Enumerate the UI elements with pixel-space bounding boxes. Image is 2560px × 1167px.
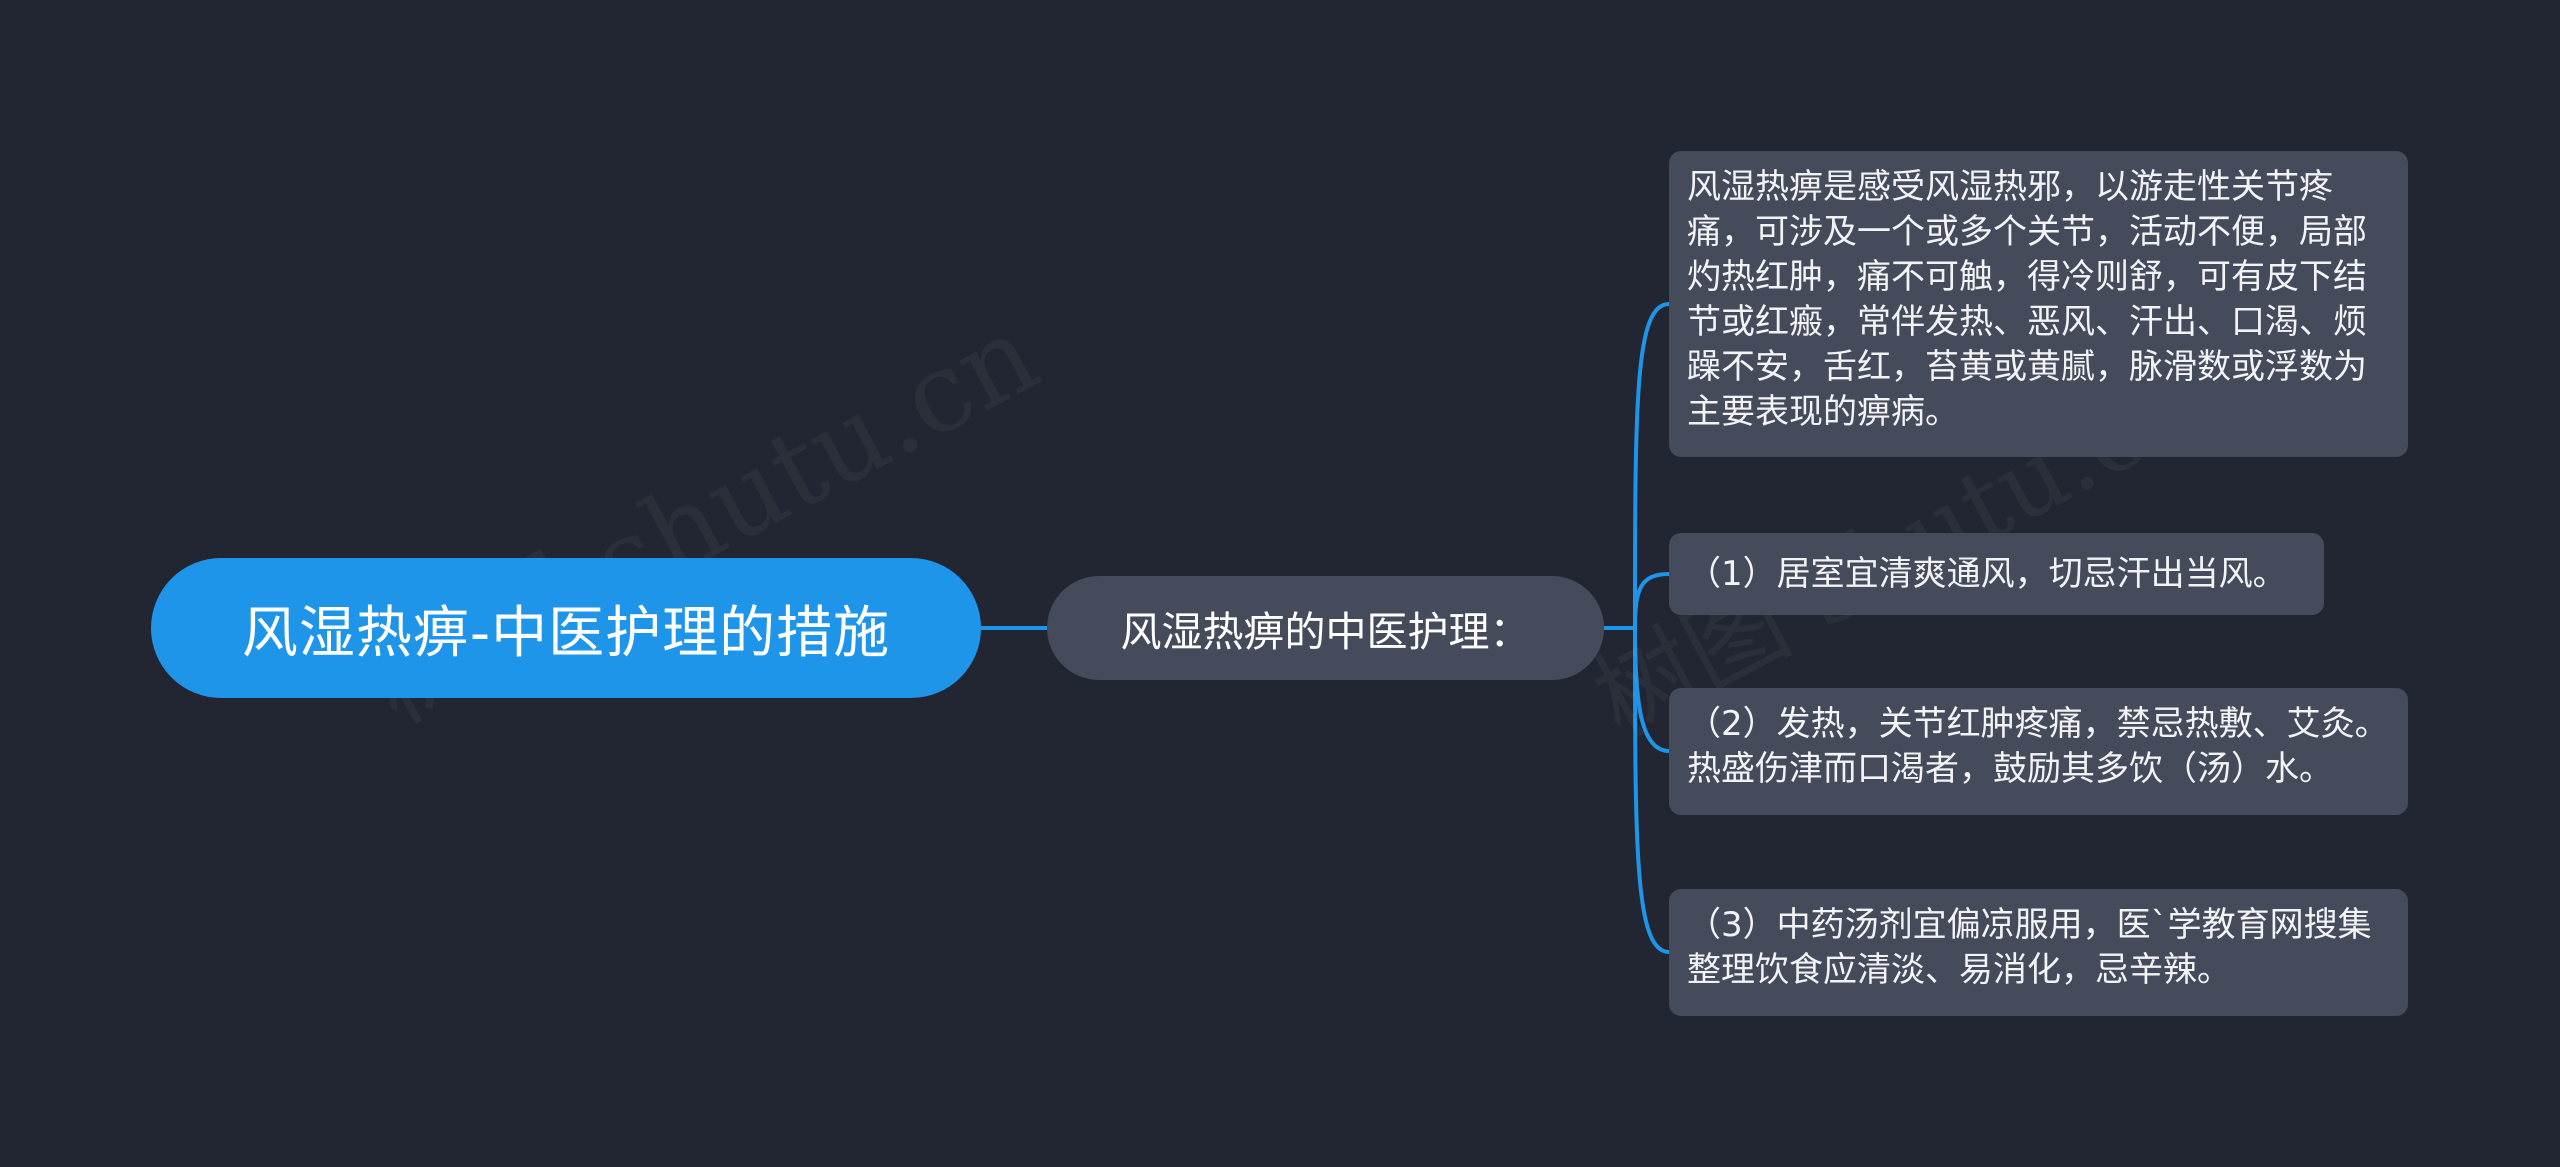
leaf-node-item-2[interactable]: （2）发热，关节红肿疼痛，禁忌热敷、艾灸。热盛伤津而口渴者，鼓励其多饮（汤）水。: [1669, 688, 2408, 815]
connector-branch-to-leaf-2: [1633, 572, 1670, 629]
leaf-node-text: （3）中药汤剂宜偏凉服用，医`学教育网搜集整理饮食应清淡、易消化，忌辛辣。: [1687, 905, 2372, 990]
branch-node[interactable]: 风湿热痹的中医护理：: [1047, 576, 1604, 680]
root-node[interactable]: 风湿热痹-中医护理的措施: [151, 558, 981, 698]
connector-branch-to-leaf-1: [1633, 302, 1670, 629]
leaf-node-item-1[interactable]: （1）居室宜清爽通风，切忌汗出当风。: [1669, 533, 2324, 615]
branch-node-label: 风湿热痹的中医护理：: [1120, 608, 1531, 656]
root-node-label: 风湿热痹-中医护理的措施: [241, 600, 891, 666]
leaf-node-definition[interactable]: 风湿热痹是感受风湿热邪，以游走性关节疼痛，可涉及一个或多个关节，活动不便，局部灼…: [1669, 151, 2408, 457]
leaf-node-item-3[interactable]: （3）中药汤剂宜偏凉服用，医`学教育网搜集整理饮食应清淡、易消化，忌辛辣。: [1669, 889, 2408, 1016]
connector-branch-to-leaf-4: [1633, 627, 1670, 954]
connector-branch-to-leaf-3: [1633, 627, 1670, 753]
leaf-node-text: （2）发热，关节红肿疼痛，禁忌热敷、艾灸。热盛伤津而口渴者，鼓励其多饮（汤）水。: [1687, 704, 2389, 789]
leaf-node-text: 风湿热痹是感受风湿热邪，以游走性关节疼痛，可涉及一个或多个关节，活动不便，局部灼…: [1687, 167, 2367, 432]
leaf-node-text: （1）居室宜清爽通风，切忌汗出当风。: [1687, 553, 2287, 594]
